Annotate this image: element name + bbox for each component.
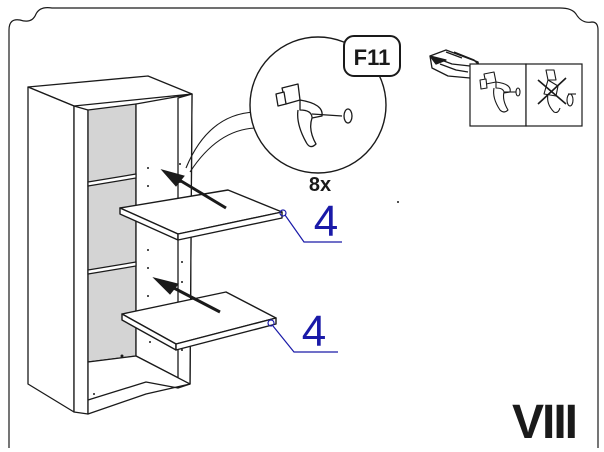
part-code-label: F11 [354, 45, 391, 70]
fixed-shelves [87, 173, 137, 275]
shelf-lower [121, 291, 277, 351]
cabinet-left-side [27, 86, 75, 413]
part-number-lower: 4 [267, 307, 338, 356]
part-number-label-upper: 4 [314, 197, 338, 246]
step-number: VIII [512, 396, 576, 449]
arrow-upper-head-icon [160, 169, 185, 187]
part-code-badge [343, 35, 401, 77]
pin-detail-callout: F11 8x [249, 35, 401, 196]
part-marker-upper [279, 209, 287, 217]
incorrect-pin-panel [525, 63, 583, 127]
pointing-hand-manual-icon [429, 49, 481, 79]
shelf-upper-side [177, 211, 283, 241]
arrow-lower-head-icon [152, 277, 179, 295]
part-leader-upper [284, 214, 342, 243]
part-number-upper: 4 [279, 197, 342, 246]
insert-arrows [152, 169, 227, 314]
shelf-pin-incorrect-icon [537, 69, 576, 114]
cabinet-front-edge [73, 105, 89, 415]
page-frame-icon [8, 7, 599, 448]
arrow-upper-shaft [175, 176, 227, 210]
arrow-lower-shaft [169, 284, 221, 314]
callout-leader [185, 111, 263, 173]
shelf-pin-correct-icon [479, 71, 521, 113]
shelf-pin-icon [275, 83, 353, 148]
fixed-shelf-1 [87, 173, 137, 187]
cabinet-plinth [87, 381, 179, 401]
part-leader-lower [272, 325, 338, 353]
part-number-label-lower: 4 [302, 307, 326, 356]
shelf-upper [119, 189, 283, 241]
cabinet-bottom [87, 355, 191, 415]
part-marker-lower [267, 319, 275, 327]
quantity-label: 8x [309, 174, 331, 196]
shelf-lower-side [175, 317, 277, 351]
fixed-shelf-2 [87, 261, 137, 275]
bookcase-cabinet [27, 75, 193, 415]
correct-pin-panel [469, 63, 527, 127]
